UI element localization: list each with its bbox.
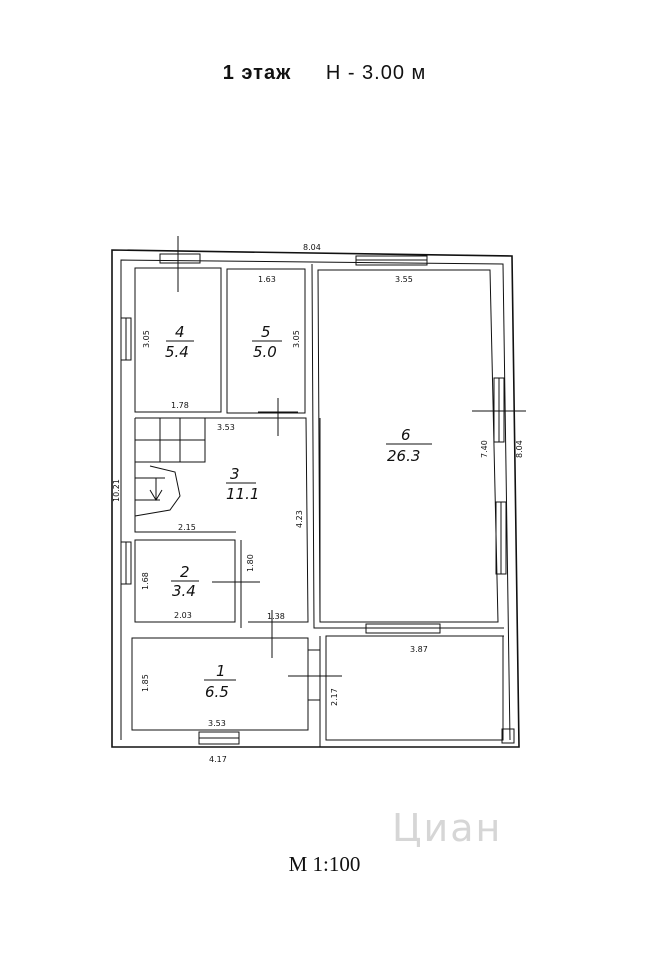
ceiling-height-label: H - 3.00 м [325, 62, 427, 84]
room-5-number: 5 [261, 323, 271, 341]
dim-r3-side: 4.23 [295, 510, 304, 528]
room-labels: 4 5.4 5 5.0 6 26.3 3 11.1 2 3.4 1 6.5 [165, 323, 432, 701]
scale-label: M 1:100 [288, 852, 361, 876]
dim-r3-top: 3.53 [217, 423, 235, 432]
dim-r5-top: 1.63 [258, 275, 276, 284]
dim-corridor: 1.38 [267, 612, 285, 621]
watermark-logo: Циан [392, 806, 503, 850]
room-6-number: 6 [401, 426, 411, 444]
windows [120, 253, 507, 745]
dim-r5-side: 3.05 [292, 330, 301, 348]
room-2-number: 2 [180, 563, 190, 581]
dim-r1-side: 1.85 [141, 674, 150, 692]
dim-r1-bottom: 3.53 [208, 719, 226, 728]
room-1-number: 1 [216, 662, 226, 680]
staircase [134, 418, 206, 517]
dim-r6-side: 7.40 [480, 440, 489, 458]
dim-r4-bottom: 1.78 [171, 401, 189, 410]
floor-label: 1 этаж [222, 62, 292, 84]
room-3-number: 3 [230, 465, 240, 483]
dim-r3-mid: 2.15 [178, 523, 196, 532]
room-2-area: 3.4 [172, 582, 196, 600]
room-1-outline [131, 637, 309, 731]
room-5-outline [226, 268, 306, 414]
dimension-labels: 8.04 3.55 1.63 1.78 3.53 2.15 2.03 1.38 … [112, 243, 524, 764]
dim-r6-bottom: 3.87 [410, 645, 428, 654]
room-1-area: 6.5 [205, 683, 229, 701]
room-6-outline [317, 269, 499, 623]
dim-r2-bottom: 2.03 [174, 611, 192, 620]
dim-left: 10.21 [112, 479, 121, 502]
interior-walls [131, 263, 515, 747]
dim-r6-top: 3.55 [395, 275, 413, 284]
dim-bottom: 4.17 [209, 755, 227, 764]
dim-right: 8.04 [515, 440, 524, 458]
room-3-area: 11.1 [226, 485, 259, 503]
dim-r2-side: 1.68 [141, 572, 150, 590]
dim-porch: 2.17 [330, 688, 339, 706]
dim-top: 8.04 [303, 243, 321, 252]
outer-walls [111, 249, 520, 748]
dim-r4-side: 3.05 [142, 330, 151, 348]
room-4-number: 4 [175, 323, 185, 341]
doors [177, 236, 526, 701]
room-2-outline [134, 539, 236, 623]
room-6-area: 26.3 [387, 447, 420, 465]
dim-r2-door: 1.80 [246, 554, 255, 572]
plan-header: 1 этаж H - 3.00 м [0, 62, 649, 85]
room-4-area: 5.4 [165, 343, 189, 361]
room-3-outline [135, 417, 309, 623]
room-5-area: 5.0 [253, 343, 277, 361]
